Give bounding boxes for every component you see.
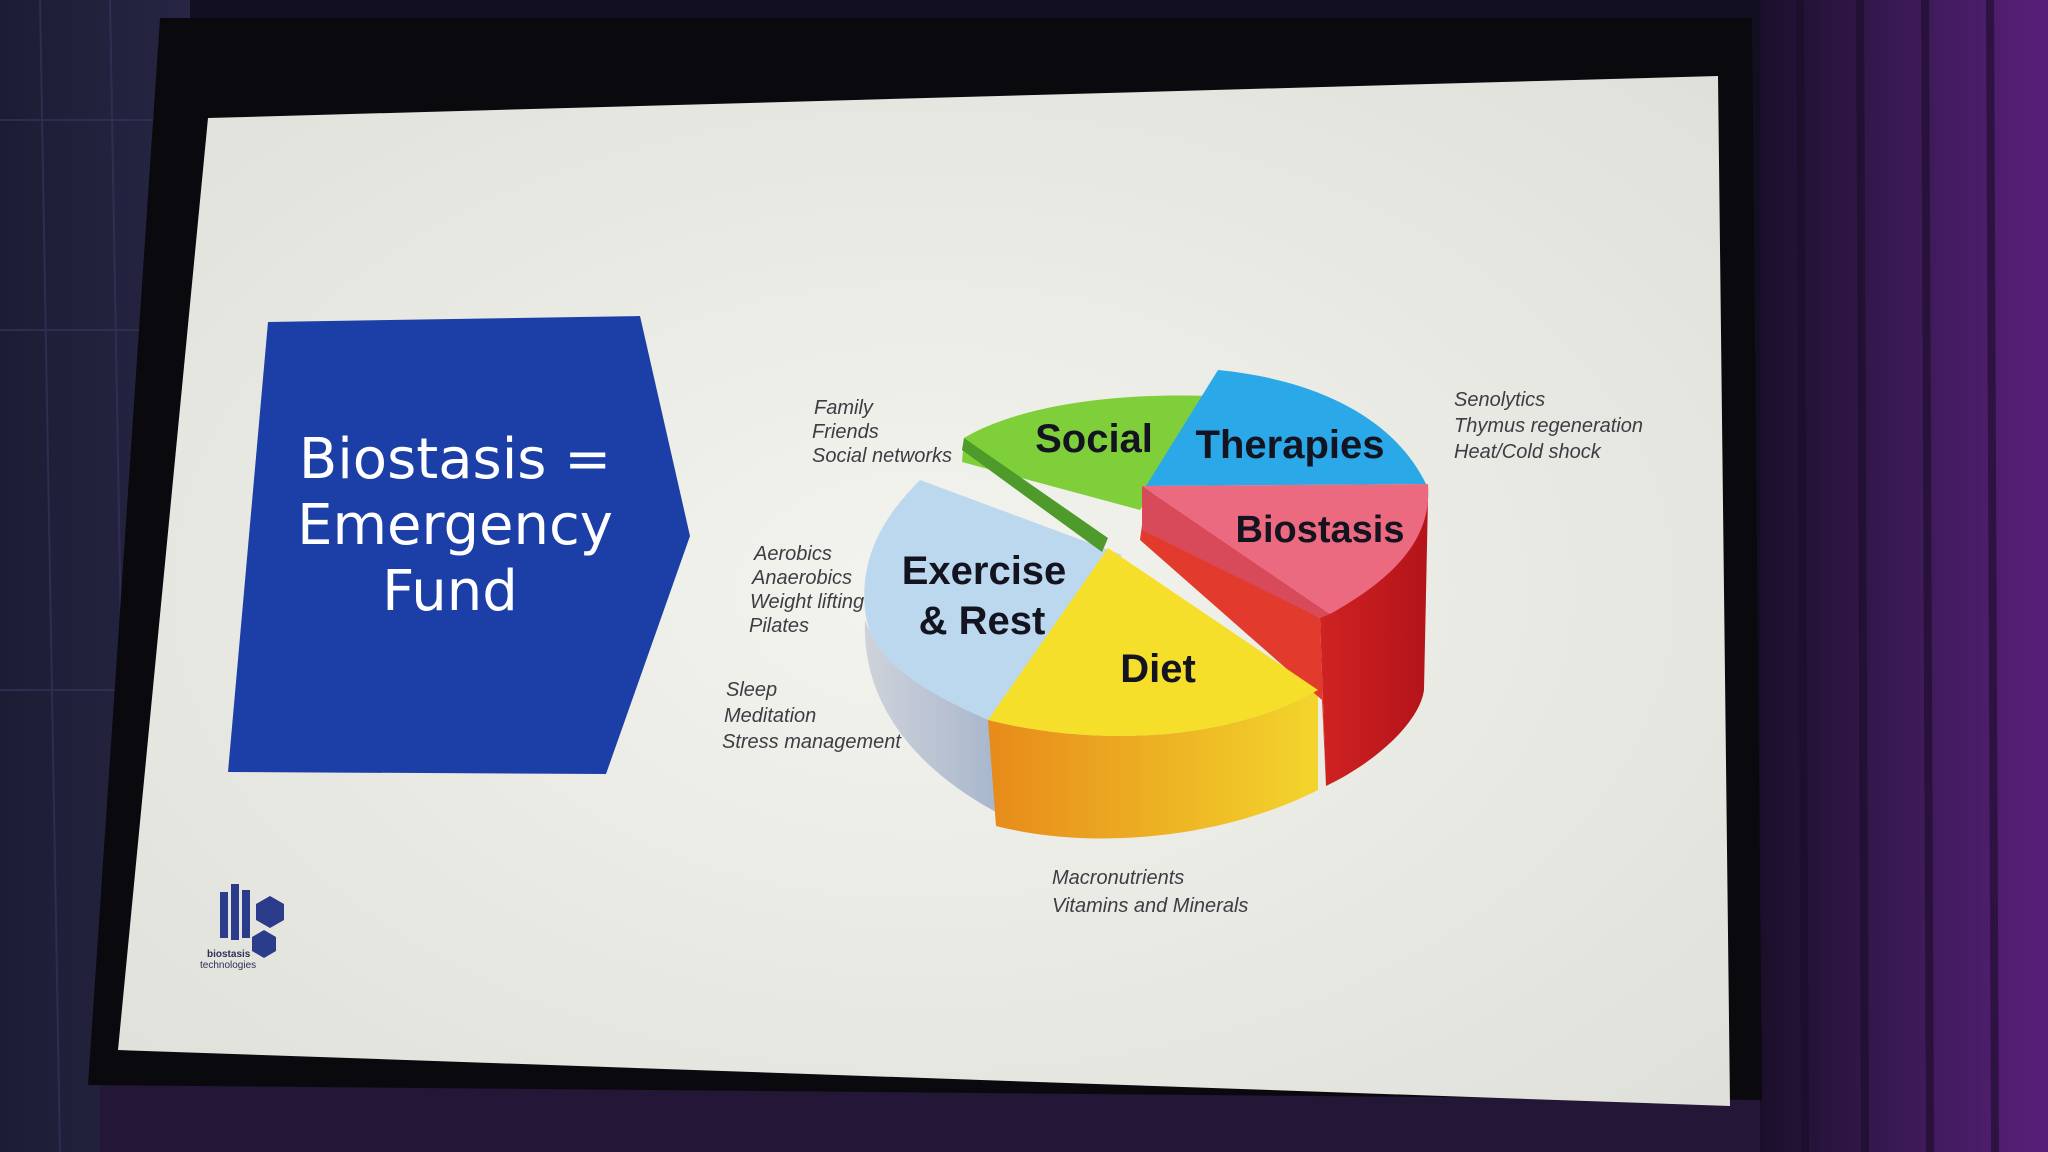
annotation-therapies-1: Senolytics	[1454, 389, 1545, 411]
headline-line-3: Fund	[382, 559, 518, 624]
annotation-therapies: Senolytics Thymus regeneration Heat/Cold…	[1454, 389, 1643, 463]
annotation-diet-2: Vitamins and Minerals	[1052, 895, 1248, 917]
annotation-rest-3: Stress management	[722, 731, 902, 753]
headline-line-1: Biostasis =	[299, 427, 611, 492]
annotation-therapies-2: Thymus regeneration	[1454, 415, 1643, 437]
wedge-label-diet: Diet	[1120, 647, 1196, 691]
wedge-label-rest: & Rest	[919, 599, 1046, 643]
annotation-diet-1: Macronutrients	[1052, 867, 1184, 889]
pie-edge-biostasis	[1142, 486, 1330, 618]
headline-line-2: Emergency	[297, 493, 613, 558]
annotation-rest-1: Sleep	[726, 679, 777, 701]
annotation-social-3: Social networks	[812, 445, 952, 467]
pie-top-diet	[988, 548, 1318, 736]
wedge-label-exercise: Exercise	[902, 549, 1067, 593]
annotation-therapies-3: Heat/Cold shock	[1454, 441, 1602, 463]
annotation-social-2: Friends	[812, 421, 879, 443]
pie-wall-biostasis	[1140, 525, 1326, 786]
logo-name: biostasis	[207, 949, 251, 960]
wedge-label-biostasis: Biostasis	[1236, 509, 1405, 551]
annotation-rest: Sleep Meditation Stress management	[722, 679, 902, 753]
pie-top-biostasis	[1142, 484, 1429, 614]
annotation-social-1: Family	[814, 397, 874, 419]
pie-side-diet	[988, 690, 1318, 839]
logo-tagline: technologies	[200, 960, 256, 971]
annotation-exercise-1: Aerobics	[753, 543, 832, 565]
pie-top-therapies	[1146, 370, 1426, 486]
pie-wall-social	[962, 438, 1108, 552]
pie-top-exercise	[864, 480, 1122, 720]
annotation-diet: Macronutrients Vitamins and Minerals	[1052, 867, 1248, 917]
curtain-folds	[1796, 0, 1999, 1152]
wedge-label-therapies: Therapies	[1196, 423, 1385, 467]
annotation-exercise-4: Pilates	[749, 615, 809, 637]
annotation-exercise-3: Weight lifting	[750, 591, 864, 613]
pie-side-biostasis	[1320, 498, 1428, 786]
wellness-pie: Social Therapies Biostasis Diet Exercise…	[864, 370, 1429, 839]
annotation-exercise-2: Anaerobics	[751, 567, 852, 589]
biostasis-logo: biostasis technologies	[200, 884, 284, 971]
annotation-social: Family Friends Social networks	[812, 397, 952, 467]
wedge-label-social: Social	[1035, 417, 1153, 461]
annotation-exercise: Aerobics Anaerobics Weight lifting Pilat…	[749, 543, 864, 637]
pie-top-social	[962, 395, 1210, 510]
logo-mark-icon	[220, 884, 284, 958]
annotation-rest-2: Meditation	[724, 705, 816, 727]
headline-arrow	[228, 316, 690, 774]
